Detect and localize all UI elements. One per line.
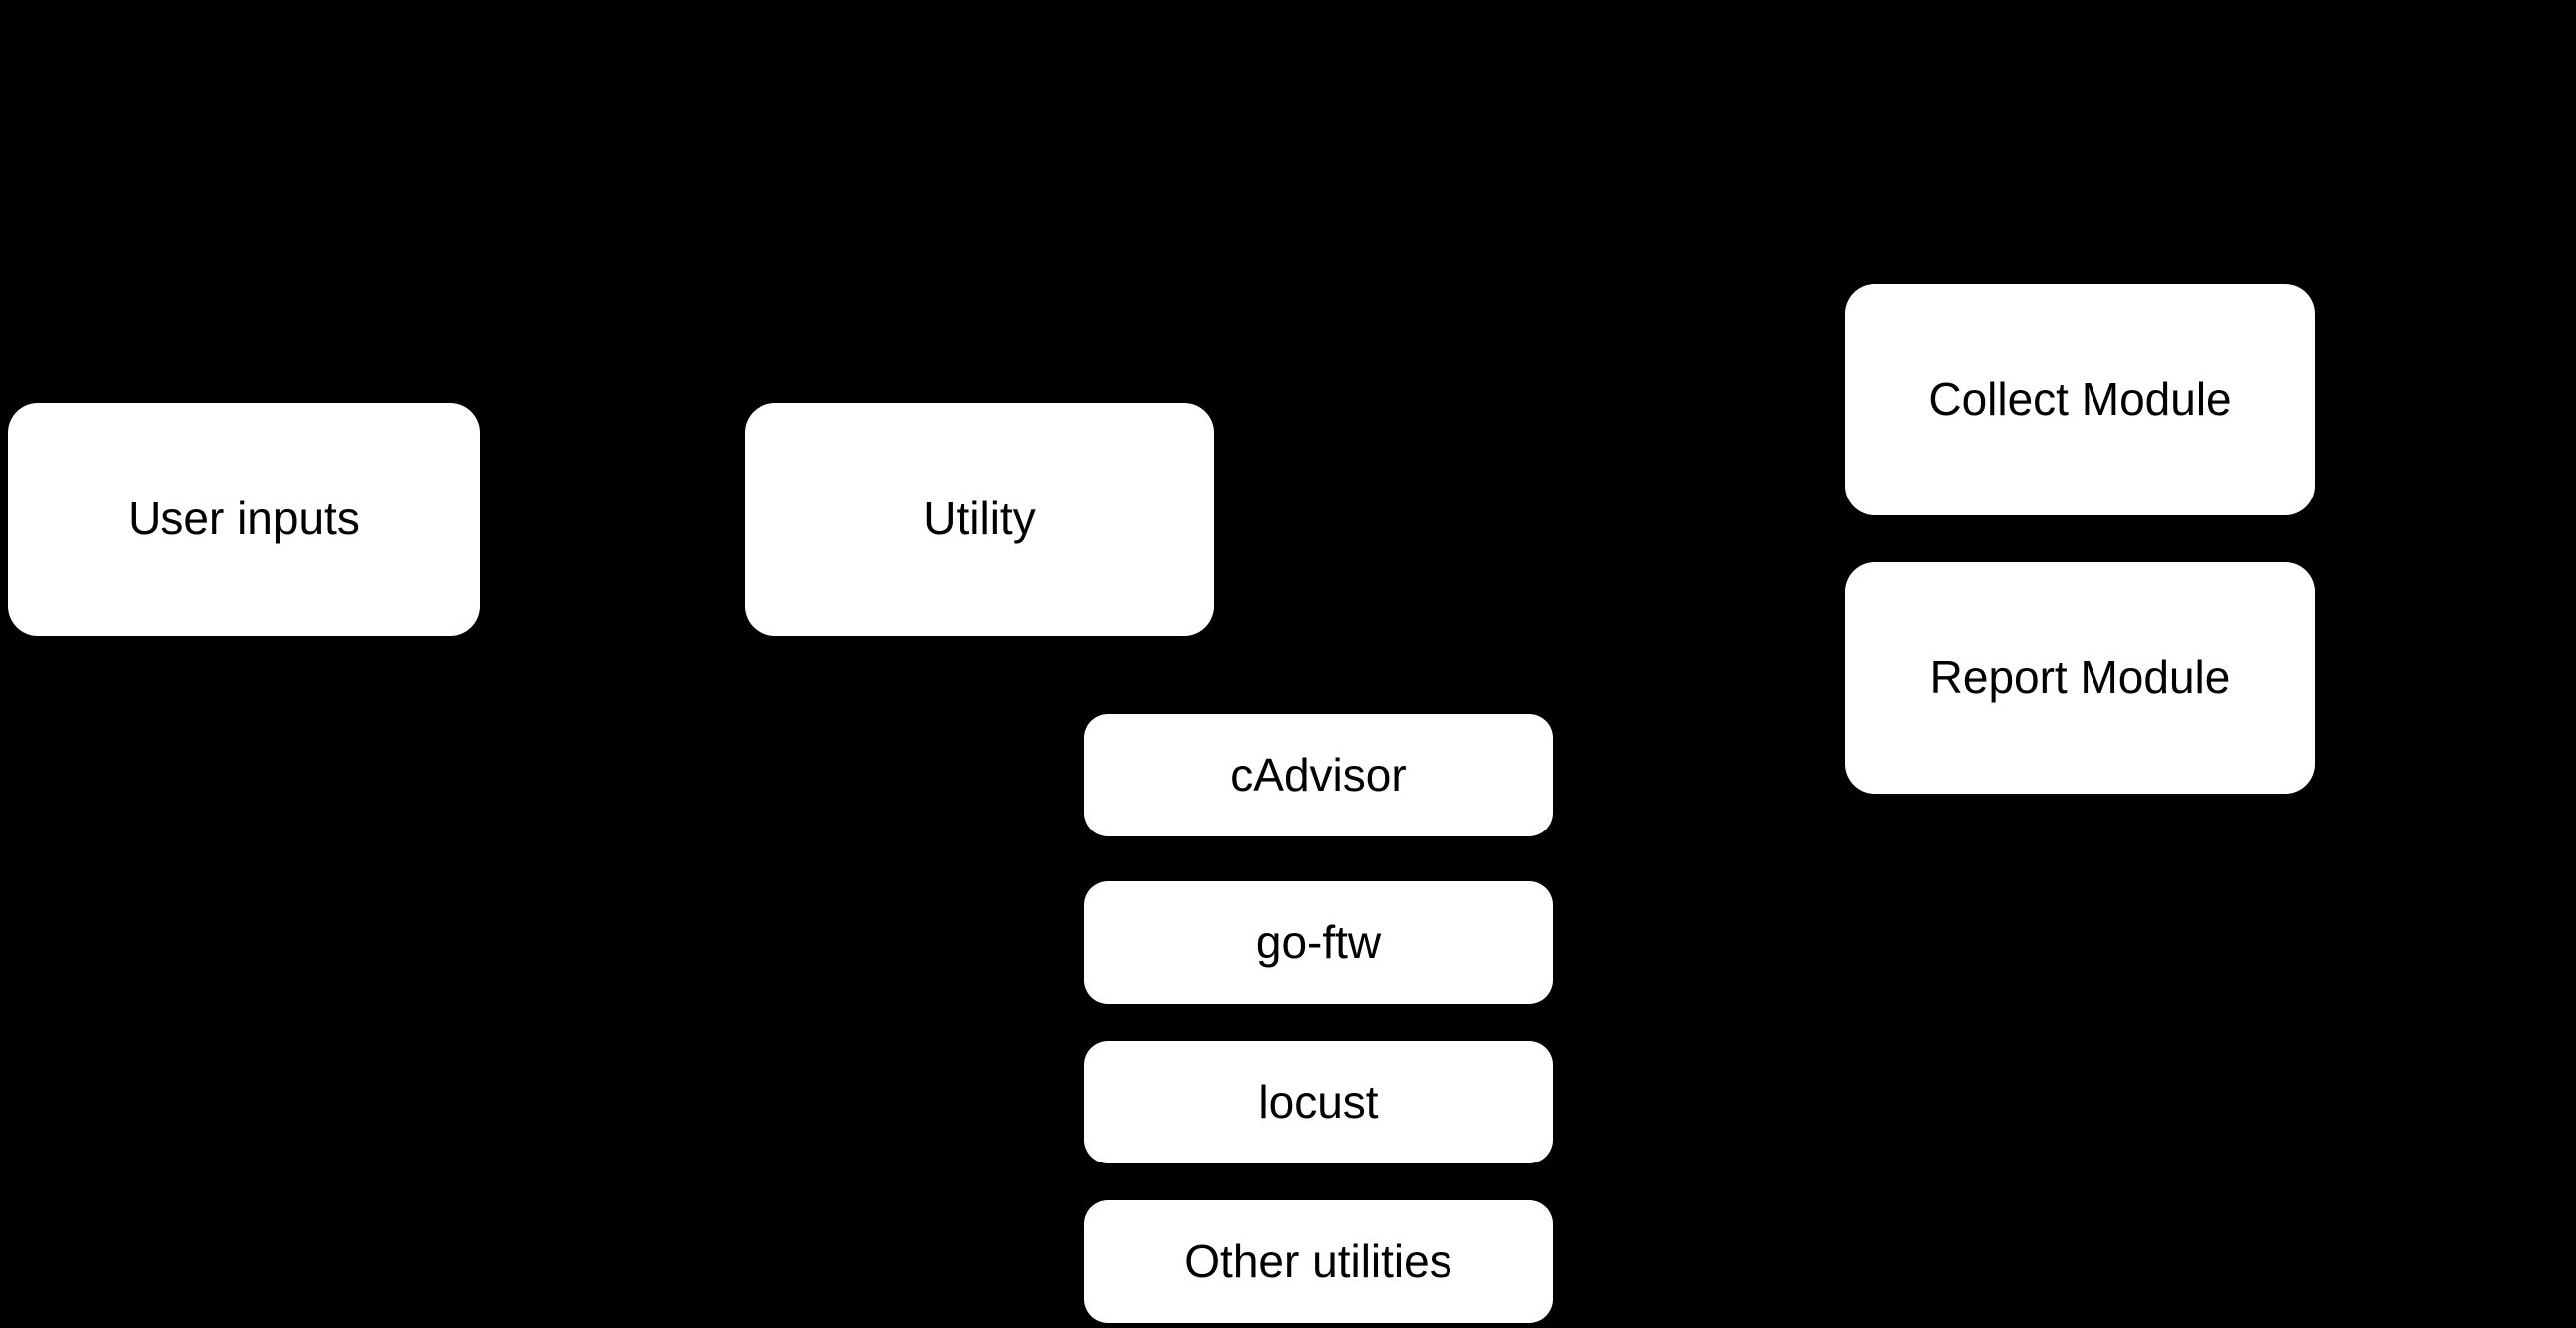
node-locust-label: locust [1258, 1075, 1379, 1128]
node-go-ftw-label: go-ftw [1255, 915, 1382, 968]
node-collect-module-label: Collect Module [1928, 373, 2232, 426]
node-go-ftw: go-ftw [1084, 881, 1553, 1004]
node-other-utilities: Other utilities [1084, 1200, 1553, 1323]
node-cadvisor: cAdvisor [1084, 714, 1553, 836]
node-other-utilities-label: Other utilities [1184, 1234, 1452, 1287]
node-report-module: Report Module [1845, 562, 2315, 794]
node-collect-module: Collect Module [1845, 284, 2315, 515]
node-user-inputs-label: User inputs [128, 493, 360, 545]
node-report-module-label: Report Module [1929, 651, 2231, 704]
node-utility: Utility [745, 403, 1214, 636]
node-utility-label: Utility [923, 493, 1036, 545]
node-locust: locust [1084, 1041, 1553, 1163]
node-user-inputs: User inputs [8, 403, 480, 636]
node-cadvisor-label: cAdvisor [1230, 748, 1407, 801]
